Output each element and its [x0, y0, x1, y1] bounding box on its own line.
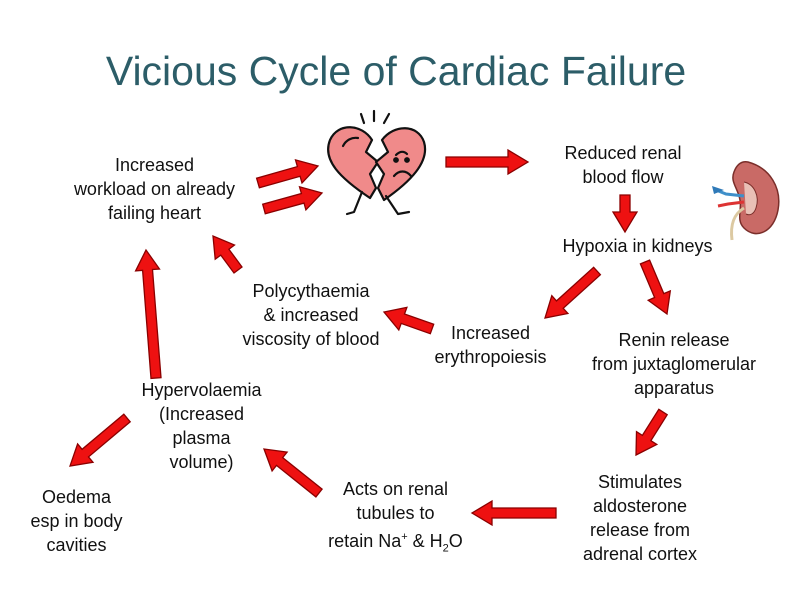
arrow-to-oedema	[70, 414, 130, 466]
arrow-to-renal-flow	[446, 150, 528, 174]
arrow-to-erythropoiesis	[545, 267, 600, 318]
arrow-to-hypervolaemia	[264, 449, 322, 497]
arrow-to-heart-lower	[263, 187, 322, 214]
arrow-to-polycythaemia	[384, 307, 434, 333]
arrow-to-renin	[640, 260, 670, 314]
arrow-to-workload-right	[213, 236, 242, 273]
arrow-to-renal-tubules	[472, 501, 556, 525]
arrow-to-aldosterone	[636, 409, 667, 455]
arrow-to-hypoxia	[613, 195, 637, 232]
broken-heart-icon	[328, 111, 425, 214]
kidney-icon	[712, 162, 779, 240]
arrow-to-workload-left	[136, 250, 161, 378]
arrow-group	[70, 150, 670, 525]
arrow-to-heart-upper	[257, 160, 318, 188]
